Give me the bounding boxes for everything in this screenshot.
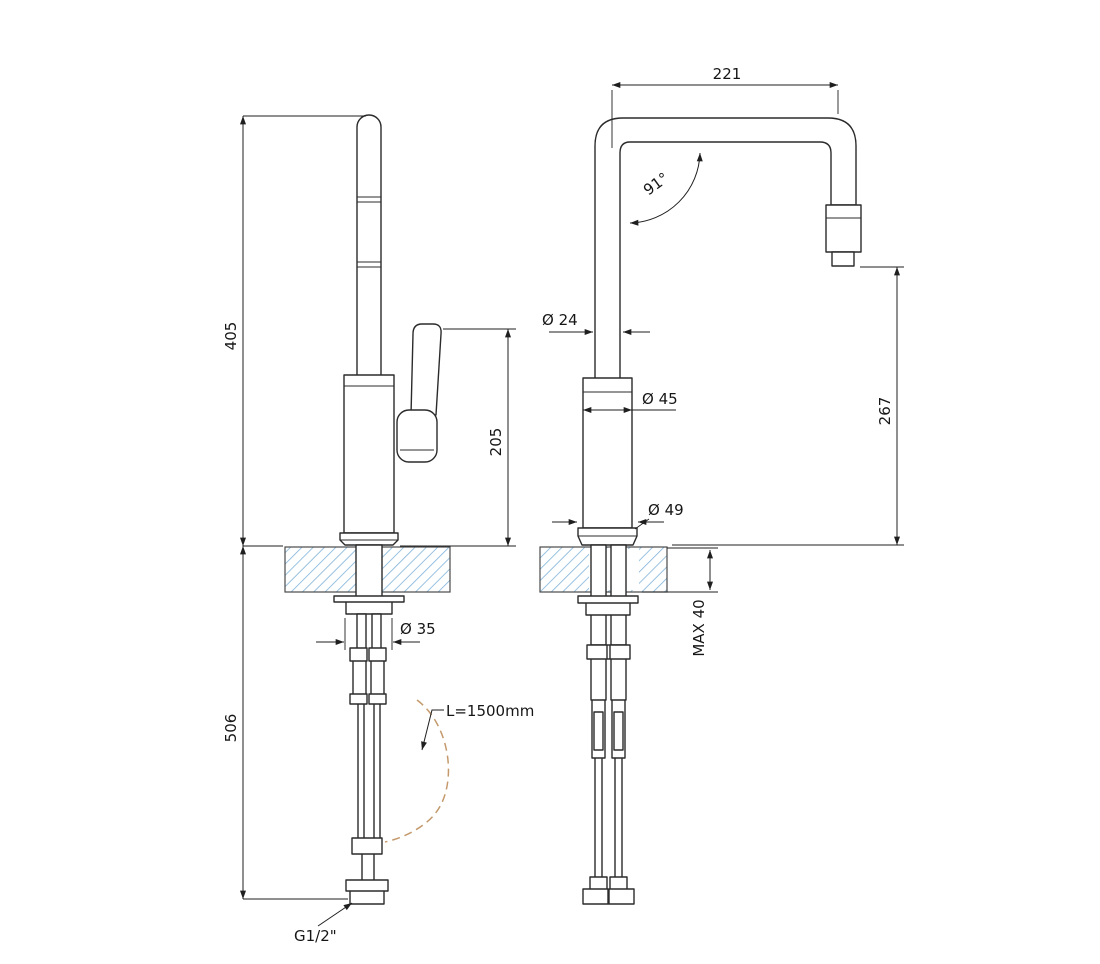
spray-head xyxy=(825,204,862,253)
dim-label-267: 267 xyxy=(876,397,894,426)
dim-label-405: 405 xyxy=(222,322,240,351)
handle-lever xyxy=(410,323,442,416)
ext-lines-max40 xyxy=(642,547,718,593)
dim-label-dia35: Ø 35 xyxy=(400,620,436,638)
dim-label-dia45: Ø 45 xyxy=(642,390,678,408)
spout-u-tube-front xyxy=(594,117,857,381)
label-thread: G1/2" xyxy=(294,927,337,945)
flexible-hose-dashed xyxy=(384,699,450,843)
front-view-dimensions: 221 91° Ø 24 Ø 45 Ø 49 MAX 40 267 xyxy=(542,65,904,657)
dim-label-205: 205 xyxy=(487,428,505,457)
dim-label-dia49: Ø 49 xyxy=(648,501,684,519)
spout-joint-lines-side xyxy=(357,196,381,268)
supply-hoses-front xyxy=(582,644,635,905)
mounting-washer-nut-front xyxy=(577,595,639,616)
supply-hoses-side xyxy=(345,613,389,905)
faucet-body-front xyxy=(582,377,633,529)
leader-dia49 xyxy=(634,518,650,530)
ext-lines-267 xyxy=(672,266,904,546)
leader-hose-length xyxy=(421,709,444,751)
dim-label-221: 221 xyxy=(713,65,742,83)
dim-label-506: 506 xyxy=(222,714,240,743)
label-hose-length: L=1500mm xyxy=(446,702,534,720)
side-view-dimensions: 405 205 506 Ø 35 L=1500mm G1/2" xyxy=(222,115,534,945)
front-view xyxy=(539,117,862,905)
handle-hub xyxy=(396,409,438,463)
ext-lines-221 xyxy=(611,90,839,148)
spray-nozzle xyxy=(831,251,855,267)
spout-tube-side xyxy=(356,114,382,375)
mounting-shank-side xyxy=(355,544,383,602)
faucet-body-side xyxy=(343,374,395,534)
angle-label-91: 91° xyxy=(640,169,672,199)
leader-thread xyxy=(317,902,353,927)
mounting-washer-nut-side xyxy=(333,595,405,615)
dim-label-dia24: Ø 24 xyxy=(542,311,578,329)
dim-label-max40: MAX 40 xyxy=(690,599,708,656)
angle-arc-91 xyxy=(629,152,703,226)
base-flange-side xyxy=(339,532,399,546)
ext-lines-dia35 xyxy=(344,618,393,650)
side-view xyxy=(284,114,451,905)
